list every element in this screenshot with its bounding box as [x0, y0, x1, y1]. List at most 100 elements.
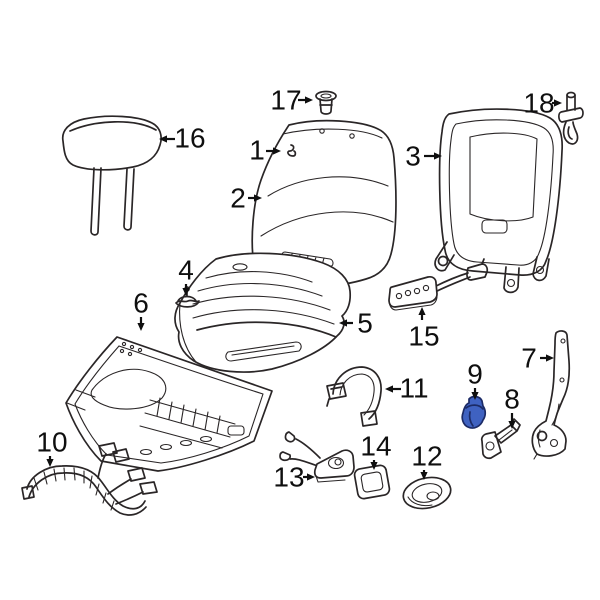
part-number-label[interactable]: 18 — [523, 88, 554, 119]
frame-right-leg — [532, 256, 550, 282]
callout-12-grommet[interactable]: 12 — [411, 441, 443, 481]
callout-arrow-head — [254, 194, 262, 202]
part-number-label[interactable]: 17 — [270, 85, 301, 116]
callout-14-switch-bezel[interactable]: 14 — [360, 431, 392, 471]
part-14-switch-bezel[interactable] — [353, 464, 391, 500]
callout-3-seat-back-frame[interactable]: 3 — [405, 141, 442, 172]
callout-arrow-head — [418, 307, 426, 315]
callout-7-recliner-bracket[interactable]: 7 — [521, 343, 554, 374]
part-5-seat-cushion[interactable] — [174, 252, 352, 373]
part-number-label[interactable]: 8 — [504, 384, 520, 415]
part-10-wiring-harness[interactable] — [21, 442, 158, 516]
bezel-inner — [360, 471, 384, 493]
part-13-seat-switch[interactable] — [279, 431, 355, 483]
part-number-label[interactable]: 11 — [399, 373, 428, 404]
switch15-body — [388, 275, 438, 308]
part-number-label[interactable]: 5 — [357, 308, 373, 339]
knob-cap-line — [465, 404, 484, 410]
bezel-outer — [353, 464, 391, 500]
switch15-connector — [466, 258, 489, 281]
frame-center-hole — [506, 278, 516, 288]
switch13-button — [327, 456, 345, 470]
cushion-seam-3 — [192, 295, 331, 311]
part-number-label[interactable]: 16 — [174, 123, 205, 154]
cushion-outline — [174, 252, 352, 373]
callout-11-support-strap[interactable]: 11 — [385, 373, 429, 404]
callout-10-wiring-harness[interactable]: 10 — [36, 427, 68, 468]
seat-back-outline — [251, 119, 397, 289]
part-8-latch-assembly[interactable] — [480, 418, 521, 460]
striker-hook — [562, 121, 579, 145]
switch13-body — [313, 449, 355, 479]
frame-detail — [481, 219, 508, 234]
part-number-label[interactable]: 14 — [360, 431, 391, 462]
callout-16-headrest[interactable]: 16 — [159, 123, 206, 154]
callout-9-adjuster-knob[interactable]: 9 — [467, 359, 483, 401]
bracket-outline — [531, 330, 571, 457]
part-number-label[interactable]: 12 — [411, 441, 442, 472]
part-number-label[interactable]: 3 — [405, 141, 421, 172]
callout-15-control-switch[interactable]: 15 — [408, 307, 440, 352]
strap-left-end — [326, 382, 347, 407]
part-3-seat-back-frame[interactable] — [434, 108, 564, 294]
pan-ribs — [139, 397, 236, 449]
callout-4-retainer-clip[interactable]: 4 — [178, 255, 194, 297]
callout-arrow-head — [307, 473, 315, 481]
part-7-recliner-bracket[interactable] — [531, 330, 571, 460]
frame-outer — [438, 108, 564, 276]
part-17-push-pin[interactable] — [315, 90, 337, 115]
harness-tube — [26, 465, 147, 516]
callout-18-striker-bolt[interactable]: 18 — [523, 88, 562, 119]
seat-back-seam-1 — [267, 176, 389, 197]
pan-outline — [65, 336, 273, 472]
cushion-seam-1 — [205, 271, 313, 283]
part-15-control-switch[interactable] — [388, 258, 489, 311]
strap-bottom-end — [360, 410, 378, 427]
part-number-label[interactable]: 9 — [467, 359, 483, 390]
switch13-wire-2 — [284, 431, 321, 459]
part-number-label[interactable]: 6 — [133, 288, 149, 319]
grommet-center — [426, 491, 440, 501]
callout-8-latch-assembly[interactable]: 8 — [504, 384, 520, 430]
part-number-label[interactable]: 2 — [230, 183, 246, 214]
part-number-label[interactable]: 13 — [273, 462, 304, 493]
callout-arrow-head — [305, 96, 313, 104]
part-12-grommet[interactable] — [400, 473, 453, 512]
callout-arrow-head — [182, 288, 190, 296]
part-1-hook-clip[interactable] — [287, 144, 297, 157]
grommet-mid — [411, 483, 443, 503]
pan-left-steps — [66, 389, 96, 411]
part-number-label[interactable]: 7 — [521, 343, 537, 374]
headrest-posts — [90, 167, 135, 236]
part-6-seat-frame-pan[interactable] — [65, 336, 273, 472]
diagram-line-art — [21, 90, 584, 516]
striker-cap — [566, 91, 576, 99]
harness-branch-1 — [97, 442, 130, 479]
knob-shade — [468, 411, 474, 427]
callout-2-seat-back-cushion[interactable]: 2 — [230, 183, 262, 214]
latch-hole — [485, 441, 495, 451]
callout-arrow-head — [159, 135, 167, 143]
callout-13-seat-switch[interactable]: 13 — [273, 462, 315, 493]
cushion-front-ridge — [196, 321, 337, 338]
callout-1-hook-clip[interactable]: 1 — [249, 135, 281, 166]
part-11-support-strap[interactable] — [326, 366, 382, 427]
part-18-striker-bolt[interactable] — [558, 91, 584, 145]
callout-17-push-pin[interactable]: 17 — [270, 85, 313, 116]
callout-arrow-head — [434, 152, 442, 160]
callout-6-seat-frame-pan[interactable]: 6 — [133, 288, 149, 332]
part-number-label[interactable]: 15 — [408, 321, 439, 352]
pin-cap-inner — [320, 93, 332, 99]
frame-left-hole — [437, 255, 449, 267]
pin-stem — [319, 98, 333, 115]
part-number-label[interactable]: 1 — [249, 135, 265, 166]
part-number-label[interactable]: 4 — [178, 255, 194, 286]
striker-stem — [566, 94, 576, 111]
callout-5-seat-cushion[interactable]: 5 — [339, 308, 373, 339]
part-9-adjuster-knob[interactable] — [461, 395, 487, 429]
harness-branch-3 — [115, 481, 158, 505]
cushion-seam-2 — [197, 282, 323, 297]
part-16-headrest[interactable] — [61, 115, 162, 236]
part-number-label[interactable]: 10 — [36, 427, 67, 458]
